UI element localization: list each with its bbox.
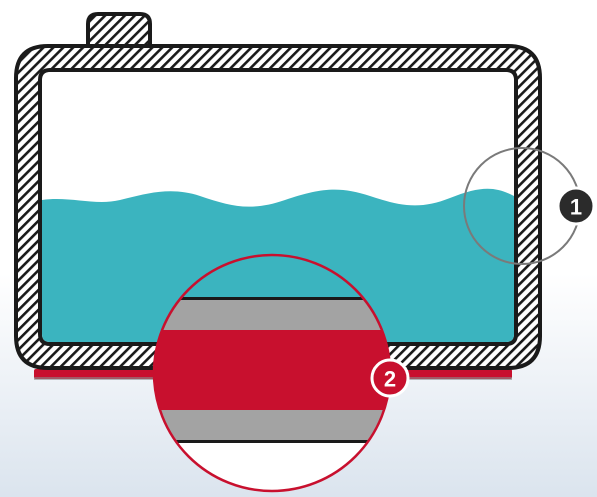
- tank-wall: [14, 12, 542, 370]
- layer-insulation: [154, 410, 390, 440]
- callout-badge-1: 1: [556, 186, 596, 226]
- callout-label-2: 2: [384, 367, 396, 392]
- layer-tank-wall: [154, 300, 390, 330]
- layer-heater: [154, 330, 390, 410]
- callout-badge-2: 2: [370, 358, 410, 398]
- callout-label-1: 1: [570, 195, 582, 220]
